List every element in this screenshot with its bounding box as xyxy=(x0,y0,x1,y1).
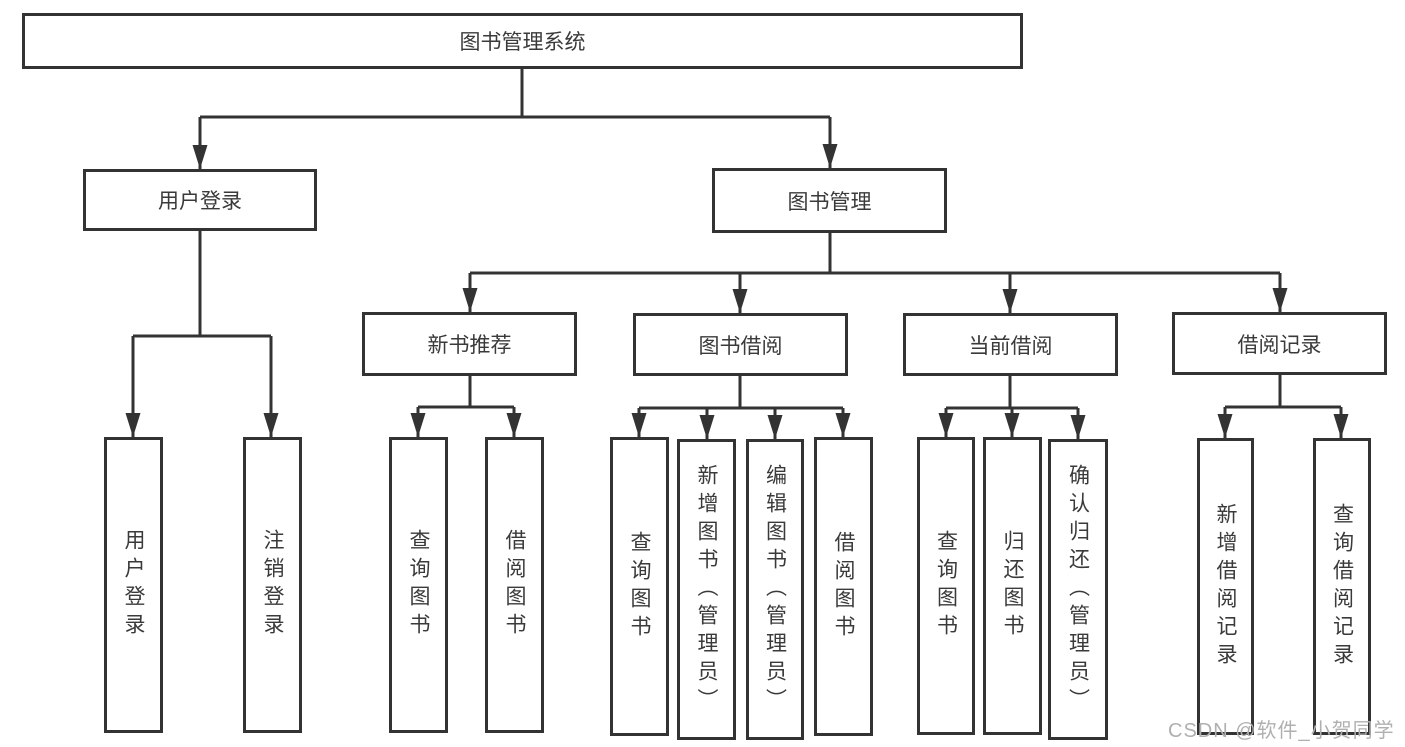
leaf-cb-confirm-return-admin: 确认归还（管理员） xyxy=(1048,439,1108,740)
leaf-br-query-record: 查询借阅记录 xyxy=(1313,438,1371,735)
leaf-bb-edit-book-admin: 编辑图书（管理员） xyxy=(746,439,804,740)
node-root-label: 图书管理系统 xyxy=(459,31,586,54)
leaf-bb-query-book-label: 查询图书 xyxy=(628,530,651,643)
node-user-login-label: 用户登录 xyxy=(158,190,242,213)
leaf-br-query-record-label: 查询借阅记录 xyxy=(1330,502,1354,671)
node-borrow-records-label: 借阅记录 xyxy=(1237,333,1322,357)
leaf-nbr-borrow-book-label: 借阅图书 xyxy=(503,529,526,641)
leaf-user-login: 用户登录 xyxy=(104,437,163,733)
leaf-cb-query-book-label: 查询图书 xyxy=(934,530,958,642)
leaf-cb-return-book: 归还图书 xyxy=(983,437,1042,735)
leaf-nbr-query-book: 查询图书 xyxy=(389,437,448,733)
leaf-nbr-query-book-label: 查询图书 xyxy=(407,529,430,641)
node-book-borrowing-label: 图书借阅 xyxy=(698,334,783,358)
leaf-br-add-record: 新增借阅记录 xyxy=(1197,438,1254,735)
leaf-bb-borrow-book-label: 借阅图书 xyxy=(832,530,855,643)
leaf-cb-query-book: 查询图书 xyxy=(917,437,975,735)
leaf-bb-borrow-book: 借阅图书 xyxy=(814,437,873,736)
csdn-watermark: CSDN @软件_小贺同学 xyxy=(1168,720,1395,742)
leaf-logout: 注销登录 xyxy=(243,437,302,733)
leaf-cb-return-book-label: 归还图书 xyxy=(1001,530,1024,642)
leaf-bb-add-book-admin-label: 新增图书（管理员） xyxy=(695,463,718,716)
leaf-bb-add-book-admin: 新增图书（管理员） xyxy=(677,439,736,740)
node-book-management-label: 图书管理 xyxy=(787,190,872,214)
leaf-nbr-borrow-book: 借阅图书 xyxy=(485,437,544,733)
node-current-borrowing-label: 当前借阅 xyxy=(968,334,1053,358)
leaf-bb-edit-book-admin-label: 编辑图书（管理员） xyxy=(763,463,787,716)
node-book-borrowing: 图书借阅 xyxy=(633,313,848,376)
node-root: 图书管理系统 xyxy=(22,13,1023,69)
leaf-user-login-label: 用户登录 xyxy=(122,529,145,641)
node-borrow-records: 借阅记录 xyxy=(1172,312,1387,375)
leaf-logout-label: 注销登录 xyxy=(261,529,284,641)
node-book-management: 图书管理 xyxy=(712,168,947,233)
leaf-cb-confirm-return-admin-label: 确认归还（管理员） xyxy=(1066,463,1090,716)
node-user-login: 用户登录 xyxy=(83,169,317,231)
node-current-borrowing: 当前借阅 xyxy=(903,313,1118,376)
node-new-book-recommend: 新书推荐 xyxy=(362,312,577,376)
node-new-book-recommend-label: 新书推荐 xyxy=(427,334,512,357)
leaf-bb-query-book: 查询图书 xyxy=(610,437,669,736)
leaf-br-add-record-label: 新增借阅记录 xyxy=(1214,502,1237,671)
